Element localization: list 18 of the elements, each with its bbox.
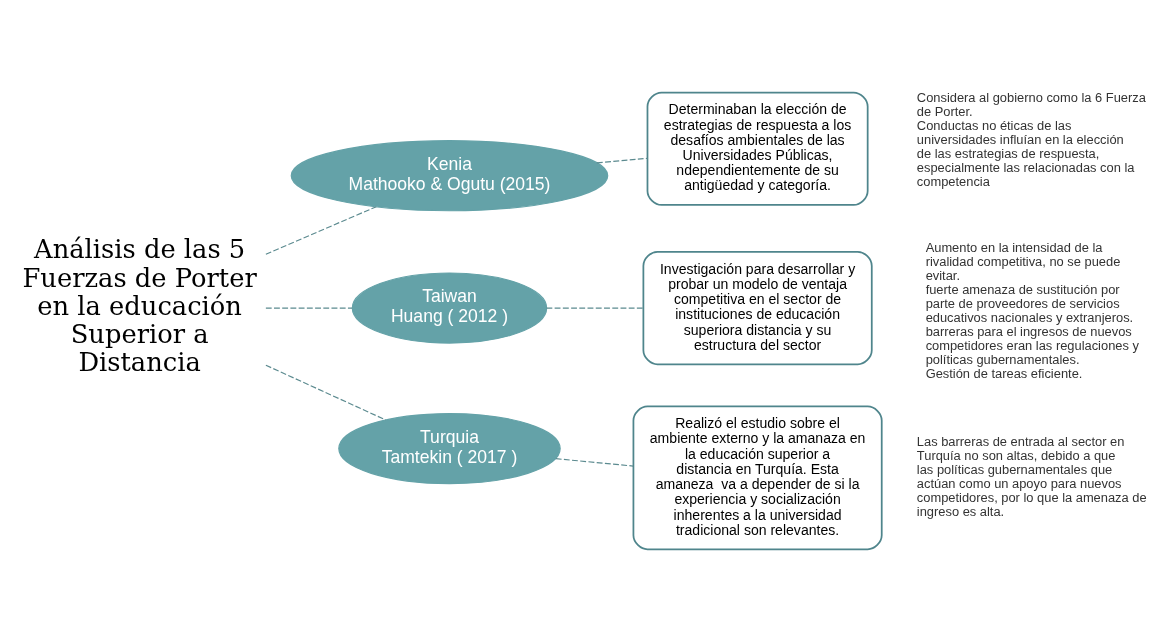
node-ellipse: Taiwan Huang ( 2012 ) (351, 271, 548, 344)
connector (545, 306, 644, 309)
node-box: Determinaban la elección de estrategias de respuesta a los desafíos ambientales de las Universidades Públicas, ndependientemente de su antigüedad y categoría. (646, 91, 869, 206)
connector (555, 457, 634, 467)
node-label: Aumento en la intensidad de la rivalidad competitiva, no se puede evitar. (925, 239, 1121, 283)
node-box: Realizó el estudio sobre el ambiente externo y la amanaza en la educación superior a distancia en Turquía. Esta amaneza va a depender de si la experiencia y socialización inherentes a la universidad tradicional son relevantes. (632, 405, 883, 550)
node-label: Las barreras de entrada al sector en Turquía no son altas, debido a que las políticas gubernamentales que actúan como un apoyo para nuevos competidores, por lo que la amenaza de ingreso es alta. (916, 433, 1147, 519)
node-ellipse: Turquia Tamtekin ( 2017 ) (338, 412, 561, 484)
node-label: fuerte amenaza de sustitución por parte de proveedores de servicios educativos nacionales y extranjeros. (925, 281, 1134, 325)
connector (265, 364, 387, 421)
connector (596, 157, 648, 163)
node-ellipse: Kenia Mathooko & Ogutu (2015) (290, 139, 609, 211)
node-label: Considera al gobierno como la 6 Fuerza de Porter. (916, 89, 1146, 119)
node-box: Investigación para desarrollar y probar un modelo de ventaja competitiva en el sector de instituciones de educación superiora distancia y su estructura del sector (642, 250, 873, 365)
connector (265, 306, 353, 309)
connector (265, 205, 377, 255)
node-text: Análisis de las 5 Fuerzas de Porter en la educación Superior a Distancia (22, 233, 257, 377)
node-label: Conductas no éticas de las universidades influían en la elección de las estrategias de respuesta, especialmente las relacionadas con la competencia (916, 117, 1135, 189)
